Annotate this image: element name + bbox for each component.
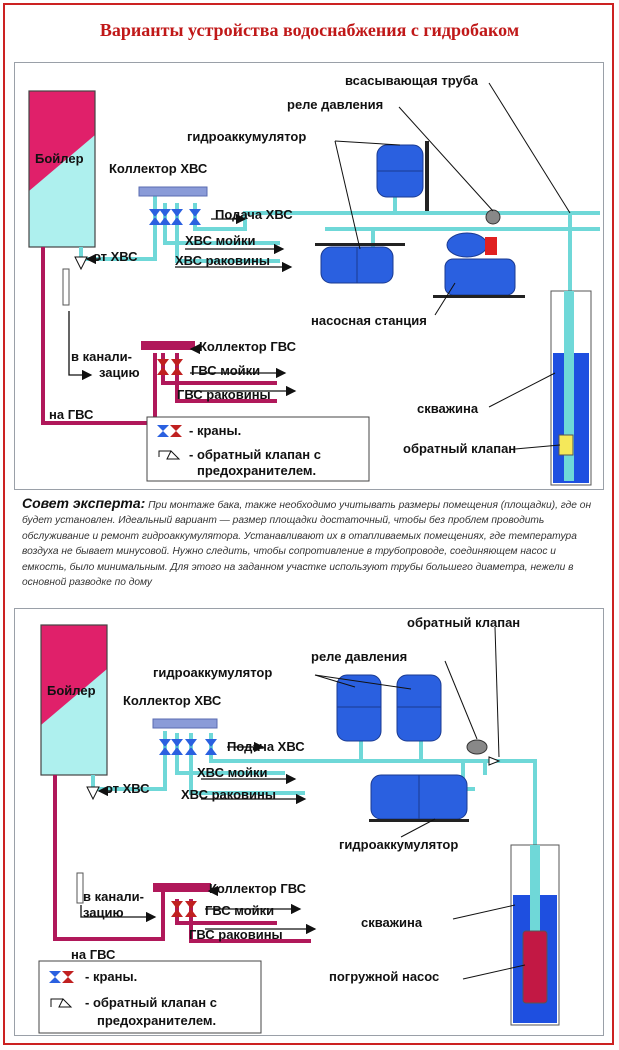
page-title: Варианты устройства водоснабжения с гидр… [99,20,520,40]
from-cold-label-2: от ХВС [105,781,150,796]
sewer-label-1: в канали- [71,349,132,364]
well [550,290,592,486]
pressure-relay-icon [485,209,501,225]
cold-water-pipes-2 [91,731,537,939]
hot-taps-2 [171,901,197,917]
cold-sink-label-2: ХВС мойки [197,765,267,780]
hot-sink-label-2: ГВС мойки [205,903,274,918]
diagram-1: Бойлер [28,73,600,486]
relief-pipe-2 [76,872,84,904]
cold-sink-label: ХВС мойки [185,233,255,248]
legend-1: - краны. - обратный клапан с предохранит… [146,416,370,482]
check-valve-icon-2 [86,786,100,801]
well-label-2: скважина [361,915,423,930]
flow-arrows-2 [80,741,317,935]
flow-arrows [68,213,297,397]
accumulator-horizontal-2 [369,774,469,822]
hot-collector-label: Коллектор ГВС [199,339,297,354]
expert-tip: Совет эксперта: При монтаже бака, также … [22,495,596,590]
tip-heading: Совет эксперта: [22,495,146,511]
sewer-label-2: зацию [99,365,140,380]
tip-text: При монтаже бака, также необходимо учиты… [22,500,592,589]
boiler: Бойлер [28,90,96,248]
hot-collector [141,341,195,350]
cold-collector-2 [152,718,218,729]
cold-taps-2 [159,739,217,755]
accumulator-horizontal [315,243,405,284]
well-2 [510,844,560,1026]
pump-station-label: насосная станция [311,313,427,328]
cold-basin-label: ХВС раковины [175,253,270,268]
hot-sink-label: ГВС мойки [191,363,260,378]
pressure-relay-label: реле давления [287,97,383,112]
diagram-2: Бойлер [38,615,560,1034]
check-valve-label: обратный клапан [403,441,516,456]
accumulator-top-label: гидроаккумулятор [153,665,272,680]
accumulator-bottom-label: гидроаккумулятор [339,837,458,852]
hot-taps [157,359,183,375]
pump-station [433,232,525,298]
sewer-label-2b: зацию [83,905,124,920]
to-hot-label: на ГВС [49,407,94,422]
check-valve-label-2: обратный клапан [407,615,520,630]
submersible-pump-label: погружной насос [329,969,439,984]
legend-valve-1-2: - обратный клапан с [85,995,217,1010]
hot-collector-label-2: Коллектор ГВС [209,881,307,896]
cold-collector-label-2: Коллектор ХВС [123,693,222,708]
legend-taps: - краны. [189,423,241,438]
boiler-label: Бойлер [35,151,84,166]
legend-2: - краны. - обратный клапан с предохранит… [38,960,262,1034]
accumulators-vertical-2 [336,674,442,742]
cold-collector-label: Коллектор ХВС [109,161,208,176]
relief-pipe [62,268,70,306]
sewer-label-2a: в канали- [83,889,144,904]
cold-taps [149,209,201,225]
legend-valve-2: предохранителем. [197,463,316,478]
legend-taps-2: - краны. [85,969,137,984]
legend-valve-1: - обратный клапан с [189,447,321,462]
legend-valve-2-2: предохранителем. [97,1013,216,1028]
to-hot-label-2: на ГВС [71,947,116,962]
cold-feed-label: Подача ХВС [215,207,293,222]
well-label: скважина [417,401,479,416]
leader-lines-2 [314,626,526,980]
diagram-2-panel: Бойлер [14,608,604,1036]
check-valve-icon [74,256,88,271]
diagram-1-panel: Бойлер [14,62,604,490]
accumulator-label: гидроаккумулятор [187,129,306,144]
leader-lines [334,82,571,450]
from-cold-label: от ХВС [93,249,138,264]
cold-feed-label-2: Подача ХВС [227,739,305,754]
cold-basin-label-2: ХВС раковины [181,787,276,802]
boiler-label-2: Бойлер [47,683,96,698]
hot-basin-label-2: ГВС раковины [189,927,283,942]
accumulator-vertical [376,141,429,211]
suction-pipe-label: всасывающая труба [345,73,479,88]
boiler-2: Бойлер [40,624,108,776]
pressure-relay-icon-2 [466,739,488,755]
hot-collector-2 [153,883,211,892]
hot-basin-label: ГВС раковины [177,387,271,402]
check-valve-icon-3 [488,756,501,766]
pressure-relay-label-2: реле давления [311,649,407,664]
cold-collector [138,186,208,197]
